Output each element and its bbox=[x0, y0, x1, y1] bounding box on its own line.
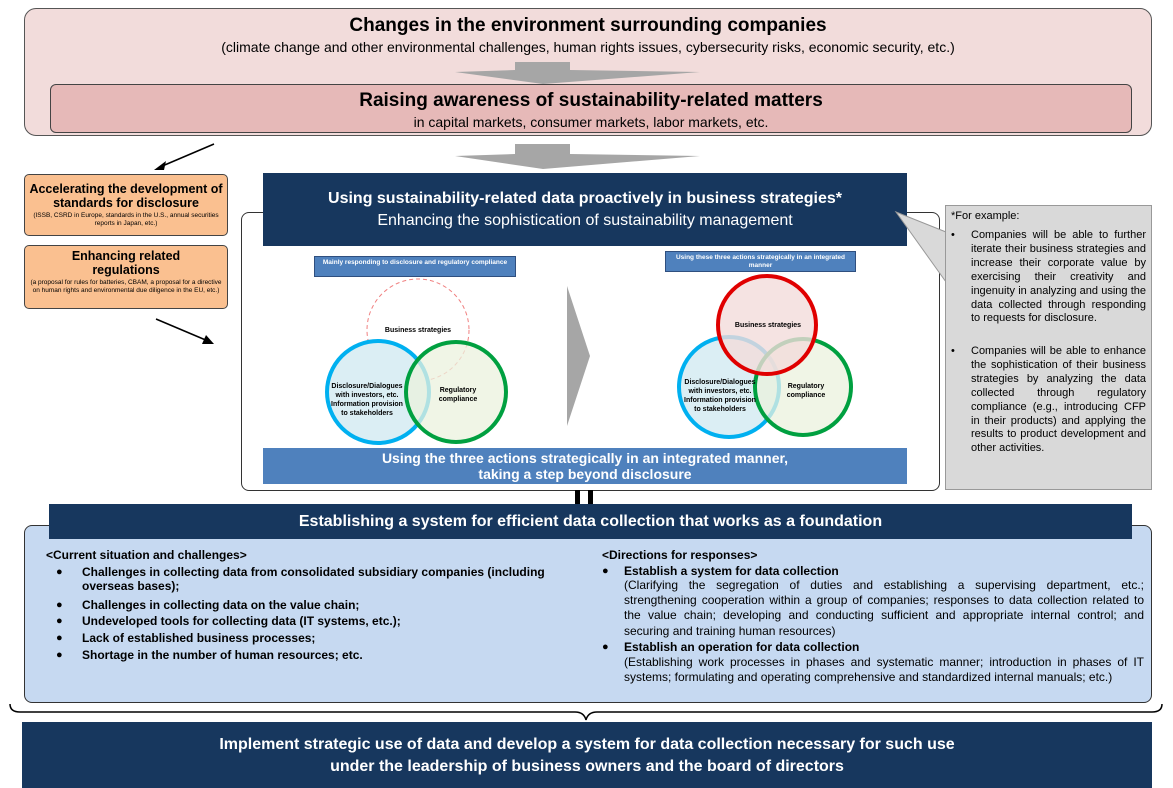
bullet-icon: ● bbox=[56, 632, 63, 644]
awareness-title: Raising awareness of sustainability-rela… bbox=[359, 90, 823, 111]
callout-heading: *For example: bbox=[951, 210, 1020, 222]
foundation-title: Establishing a system for efficient data… bbox=[49, 504, 1132, 539]
regulations-title: Enhancing related regulations bbox=[71, 249, 181, 277]
direction-detail: (Establishing work processes in phases a… bbox=[624, 655, 1144, 685]
strategy-subtitle: Enhancing the sophistication of sustaina… bbox=[377, 212, 793, 229]
bullet-icon: • bbox=[951, 345, 955, 357]
strategy-header-box bbox=[263, 173, 907, 246]
challenge-item: ● Challenges in collecting data from con… bbox=[56, 565, 545, 593]
challenge-item: ● Undeveloped tools for collecting data … bbox=[56, 614, 401, 628]
standards-title: Accelerating the development of standard… bbox=[29, 182, 223, 210]
arrow-to-standards bbox=[159, 143, 215, 168]
strategy-title: Using sustainability-related data proact… bbox=[328, 190, 842, 207]
bullet-icon: • bbox=[951, 229, 955, 241]
venn-right-business-label: Business strategies bbox=[734, 322, 802, 329]
environment-subtitle: (climate change and other environmental … bbox=[221, 39, 955, 55]
bottom-brace bbox=[9, 703, 1163, 721]
final-banner: Implement strategic use of data and deve… bbox=[22, 722, 1152, 788]
challenge-item: ● Shortage in the number of human resour… bbox=[56, 648, 363, 662]
standards-note: (ISSB, CSRD in Europe, standards in the … bbox=[33, 212, 219, 227]
bullet-icon: ● bbox=[56, 599, 63, 611]
awareness-box bbox=[50, 84, 1132, 133]
venn-left-disclosure-label: Disclosure/Dialogues with investors, etc… bbox=[331, 383, 403, 417]
integrated-banner: Using the three actions strategically in… bbox=[263, 448, 907, 484]
venn-left-regulatory-label: Regulatory compliance bbox=[438, 387, 478, 403]
down-arrow-top bbox=[455, 62, 700, 84]
environment-title: Changes in the environment surrounding c… bbox=[349, 15, 827, 36]
direction-detail: (Clarifying the segregation of duties an… bbox=[624, 578, 1144, 638]
bullet-icon: ● bbox=[56, 566, 63, 578]
final-line2: under the leadership of business owners … bbox=[330, 758, 844, 775]
arrow-from-regulations bbox=[155, 318, 209, 342]
standards-box: Accelerating the development of standard… bbox=[24, 174, 228, 236]
bullet-icon: ● bbox=[602, 565, 609, 577]
directions-heading: <Directions for responses> bbox=[602, 548, 758, 562]
example-callout bbox=[945, 205, 1152, 490]
venn-right-tag: Using these three actions strategically … bbox=[665, 251, 856, 272]
callout-item: • Companies will be able to further iter… bbox=[951, 229, 1146, 325]
down-arrow-middle bbox=[455, 144, 700, 169]
venn-left-tag: Mainly responding to disclosure and regu… bbox=[314, 256, 516, 277]
direction-title: ● Establish a system for data collection bbox=[602, 564, 839, 578]
final-line1: Implement strategic use of data and deve… bbox=[219, 736, 955, 753]
venn-right-disclosure-label: Disclosure/Dialogues with investors, etc… bbox=[684, 379, 756, 413]
integrated-line1: Using the three actions strategically in… bbox=[381, 450, 789, 466]
callout-item: • Companies will be able to enhance the … bbox=[951, 345, 1146, 455]
venn-right-business-circle bbox=[716, 274, 818, 376]
venn-left-regulatory-circle bbox=[404, 340, 508, 444]
bullet-icon: ● bbox=[602, 641, 609, 653]
venn-left-business-label: Business strategies bbox=[384, 327, 452, 334]
callout-pointer bbox=[894, 210, 947, 284]
direction-title: ● Establish an operation for data collec… bbox=[602, 640, 860, 654]
venn-right-regulatory-label: Regulatory compliance bbox=[786, 383, 826, 399]
regulations-box: Enhancing related regulations (a proposa… bbox=[24, 245, 228, 309]
foundation-box bbox=[24, 525, 1152, 703]
current-heading: <Current situation and challenges> bbox=[46, 548, 247, 562]
bullet-icon: ● bbox=[56, 649, 63, 661]
integrated-line2: taking a step beyond disclosure bbox=[478, 466, 692, 482]
challenge-item: ● Challenges in collecting data on the v… bbox=[56, 598, 360, 612]
bullet-icon: ● bbox=[56, 615, 63, 627]
challenge-item: ● Lack of established business processes… bbox=[56, 631, 316, 645]
awareness-subtitle: in capital markets, consumer markets, la… bbox=[413, 114, 769, 130]
regulations-note: (a proposal for rules for batteries, CBA… bbox=[30, 279, 222, 294]
center-chevron bbox=[567, 286, 590, 426]
